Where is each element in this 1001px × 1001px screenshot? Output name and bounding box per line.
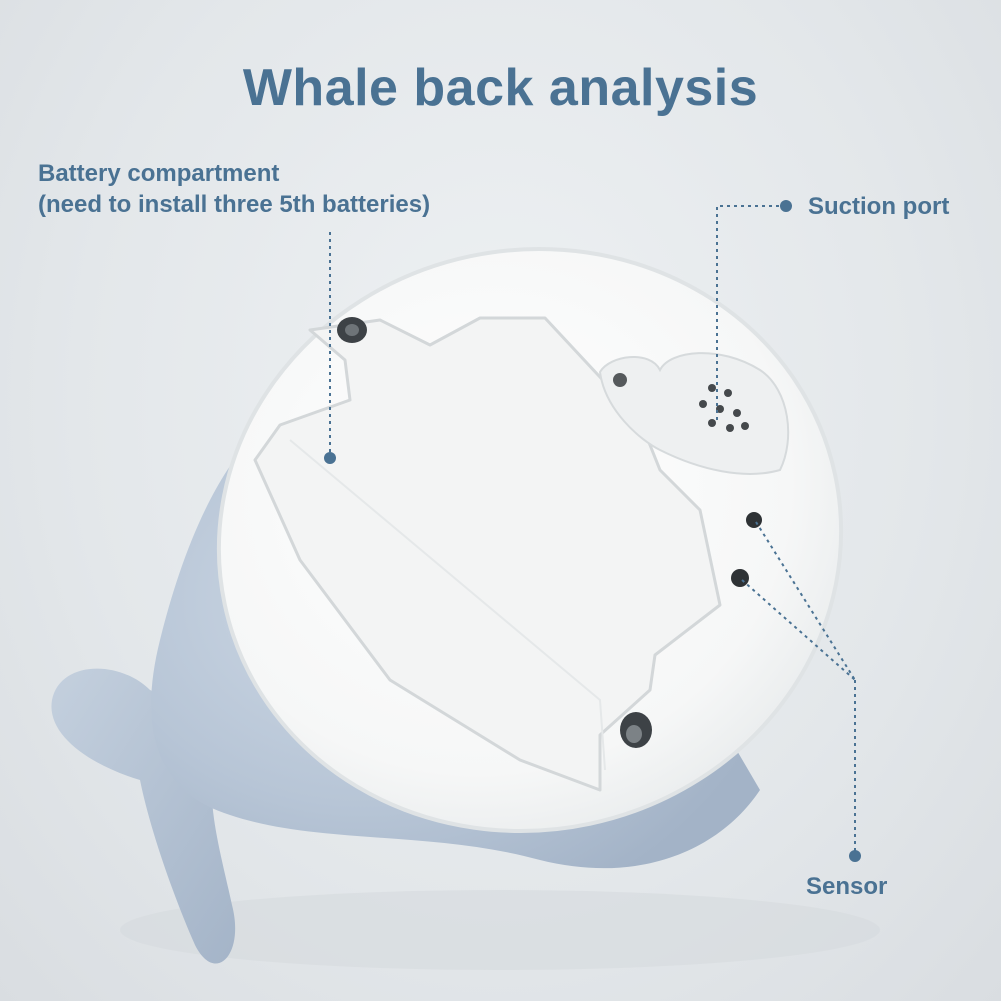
battery-label-line1: Battery compartment	[38, 160, 280, 187]
battery-compartment-label: Battery compartment (need to install thr…	[38, 158, 430, 220]
battery-label-line2: (need to install three 5th batteries)	[38, 191, 431, 218]
page-title: Whale back analysis	[242, 59, 759, 117]
sensor-dot	[746, 512, 762, 528]
suction-port-label: Suction port	[808, 193, 950, 220]
sensor-label: Sensor	[806, 873, 888, 900]
sensor-dot	[731, 569, 749, 587]
battery-cover	[253, 316, 722, 792]
